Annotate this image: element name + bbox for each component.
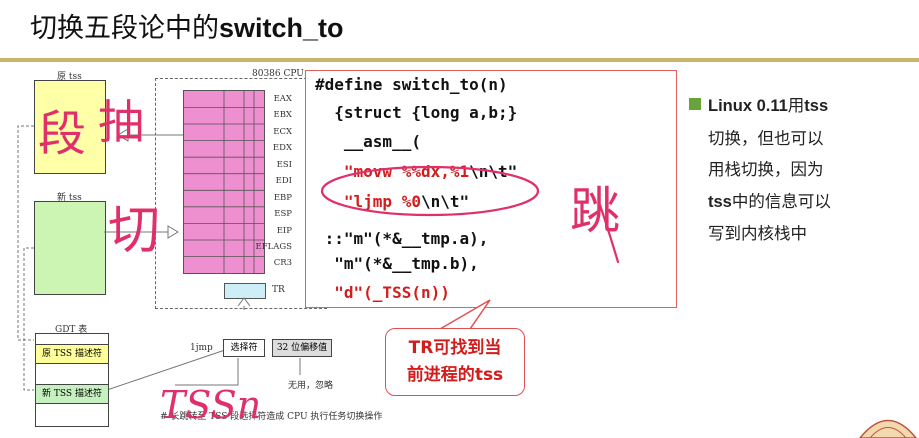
callout-line-2: 前进程的tss: [406, 365, 504, 385]
code-box: [305, 70, 677, 308]
ljmp-label: 1jmp: [190, 343, 213, 353]
slide-title: 切换五段论中的switch_to: [30, 13, 344, 44]
callout-line-1: TR可找到当: [408, 338, 502, 358]
code-line-7: "m"(*&__tmp.b),: [315, 254, 479, 273]
new-tss-box: [34, 201, 106, 295]
old-tss-box: [34, 80, 106, 174]
handwritten-tiao: 跳: [570, 182, 620, 240]
bullet-line-3: 用栈切换，因为: [708, 160, 824, 179]
bullet-line-1: Linux 0.11用tss: [708, 96, 829, 115]
new-tss-label: 新 tss: [57, 193, 82, 203]
bullet-marker-icon: [689, 98, 701, 110]
bullet-text: Linux 0.11用tss 切换，但也可以 用栈切换，因为 tss中的信息可以…: [688, 90, 913, 250]
bullet-line-2: 切换，但也可以: [708, 128, 824, 148]
register-esp: ESP: [274, 209, 292, 219]
register-edx: EDX: [272, 143, 292, 153]
old-tss-label: 原 tss: [57, 72, 82, 82]
selector-box: 选择符: [223, 339, 265, 357]
register-ecx: ECX: [273, 127, 292, 137]
handwritten-stroke: [598, 203, 620, 264]
register-eip: EIP: [276, 226, 292, 236]
register-edi: EDI: [275, 176, 292, 186]
register-eflags: EFLAGS: [255, 242, 293, 252]
code-line-6: ::"m"(*&__tmp.a),: [315, 229, 489, 248]
code-line-8: "d"(_TSS(n)): [315, 283, 450, 302]
register-ebx: EBX: [273, 110, 292, 120]
code-line-1: #define switch_to(n): [315, 75, 508, 94]
register-grid: [183, 90, 265, 274]
tr-label: TR: [272, 285, 285, 295]
register-esi: ESI: [276, 160, 292, 170]
bullet-line-4: tss中的信息可以: [708, 191, 831, 211]
handwritten-seg: 段: [38, 106, 86, 162]
gdt-old-entry: 原 TSS 描述符: [36, 344, 108, 364]
register-grid-lines: [184, 91, 264, 273]
gdt-new-entry: 新 TSS 描述符: [36, 384, 108, 404]
university-logo-icon: [859, 419, 917, 438]
handwritten-tss: TSSn: [160, 383, 261, 427]
handwritten-chou: 抽: [98, 95, 144, 149]
code-line-5: "ljmp %0\n\t": [315, 192, 470, 211]
offset-box: 32 位偏移值: [272, 339, 332, 357]
callout-box: TR可找到当 前进程的tss: [385, 328, 525, 396]
register-eax: EAX: [273, 94, 292, 104]
gdt-label: GDT 表: [55, 325, 88, 335]
bullet-line-5: 写到内核栈中: [708, 224, 807, 243]
code-line-2: {struct {long a,b;}: [315, 103, 518, 122]
handwritten-circle: [320, 165, 540, 217]
title-rule: [0, 58, 919, 62]
handwritten-qie: 切: [108, 201, 160, 261]
gdt-table: 原 TSS 描述符 新 TSS 描述符: [35, 333, 109, 427]
code-line-3: __asm__(: [315, 132, 421, 151]
ignore-label: 无用，忽略: [288, 381, 334, 391]
cpu-label: 80386 CPU: [252, 69, 304, 79]
diagram-caption: # 长跳转至 TSS 段选择符造成 CPU 执行任务切换操作: [160, 412, 383, 422]
register-cr3: CR3: [273, 258, 292, 268]
register-ebp: EBP: [273, 193, 292, 203]
